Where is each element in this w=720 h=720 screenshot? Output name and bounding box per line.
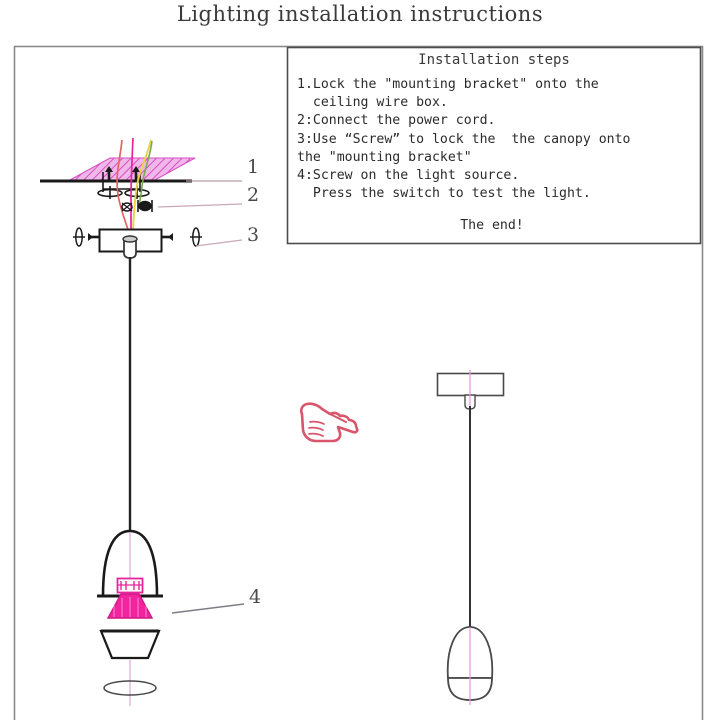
neutral-wire [130,137,134,236]
outer-frame [13,45,704,720]
instructions-steps-list: 1.Lock the "mounting bracket" onto the c… [297,77,631,202]
earth-wire [132,139,152,237]
lamp-socket [116,577,144,594]
light-source-bulb [106,593,154,619]
callout-number-3: 3 [247,224,260,246]
bracket-washer [97,186,150,199]
callout-number-2: 2 [247,184,260,206]
cord-grip [122,235,138,259]
wires-bundle [116,137,153,237]
callout-leader-4 [171,603,245,614]
wire-connector [121,200,153,212]
callout-leader-3 [195,239,243,247]
callout-number-1: 1 [247,156,260,178]
assembled-pendant-lamp [436,370,505,705]
live-wire [116,139,131,237]
base-ellipse [103,660,157,706]
instructions-panel-border [286,46,702,245]
bracket-screw [105,166,140,182]
page-title: Lighting installation instructions [176,2,544,26]
callout-number-4: 4 [249,586,262,608]
instructions-heading: Installation steps [418,52,570,68]
shade-ring [99,629,161,660]
instructions-closing: The end! [460,218,524,233]
canopy-side-screw [73,227,202,247]
callout-leader-2 [157,203,243,208]
exploded-assembly-diagram [40,137,202,706]
pointing-hand-icon [299,402,359,443]
ground-wire [138,140,153,207]
callout-leader-lines [157,180,245,614]
